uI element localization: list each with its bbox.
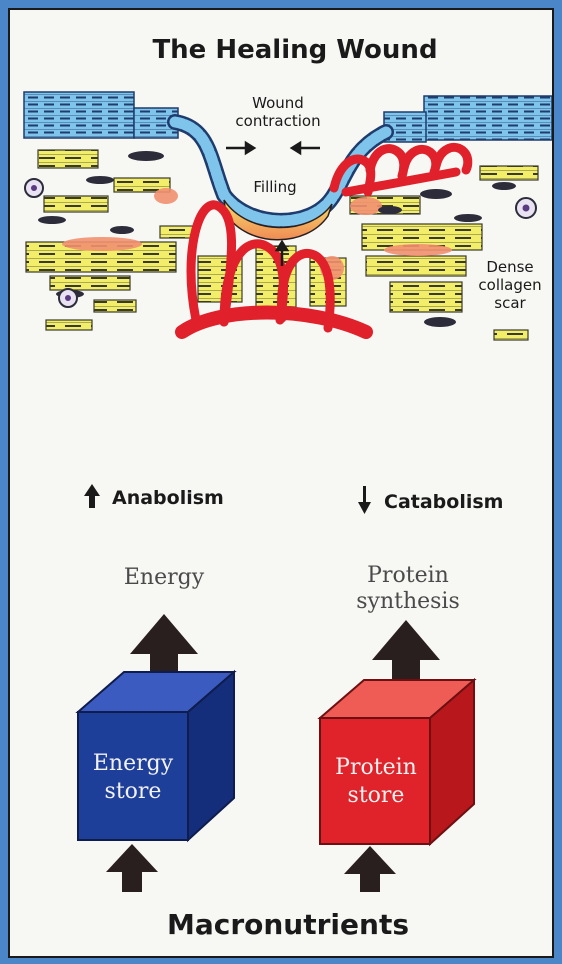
label-scar-1: Dense	[486, 258, 533, 276]
label-scar-2: collagen	[478, 276, 541, 294]
epidermis-right	[384, 96, 552, 142]
figure-panel: The Healing Wound	[8, 8, 554, 958]
protein-input-arrow-icon	[344, 846, 396, 892]
diagram-canvas: The Healing Wound	[10, 10, 552, 956]
label-anabolism: Anabolism	[112, 487, 224, 509]
wound-title: The Healing Wound	[152, 35, 437, 65]
label-macronutrients: Macronutrients	[167, 908, 409, 941]
label-protein-store-2: store	[348, 783, 405, 808]
label-energy-output: Energy	[124, 565, 205, 590]
label-protein-store-1: Protein	[335, 755, 417, 780]
catabolism-down-arrow-icon	[358, 486, 371, 514]
label-energy-store-2: store	[105, 779, 162, 804]
label-wound-contraction-1: Wound	[252, 94, 304, 112]
label-protein-output-1: Protein	[367, 563, 449, 588]
label-protein-output-2: synthesis	[356, 589, 460, 614]
label-filling: Filling	[253, 178, 296, 196]
energy-input-arrow-icon	[106, 844, 158, 892]
label-catabolism: Catabolism	[384, 491, 503, 513]
label-energy-store-1: Energy	[93, 751, 174, 776]
label-wound-contraction-2: contraction	[235, 112, 320, 130]
epidermis-left	[24, 92, 178, 138]
label-scar-3: scar	[494, 294, 526, 312]
anabolism-up-arrow-icon	[84, 484, 100, 508]
